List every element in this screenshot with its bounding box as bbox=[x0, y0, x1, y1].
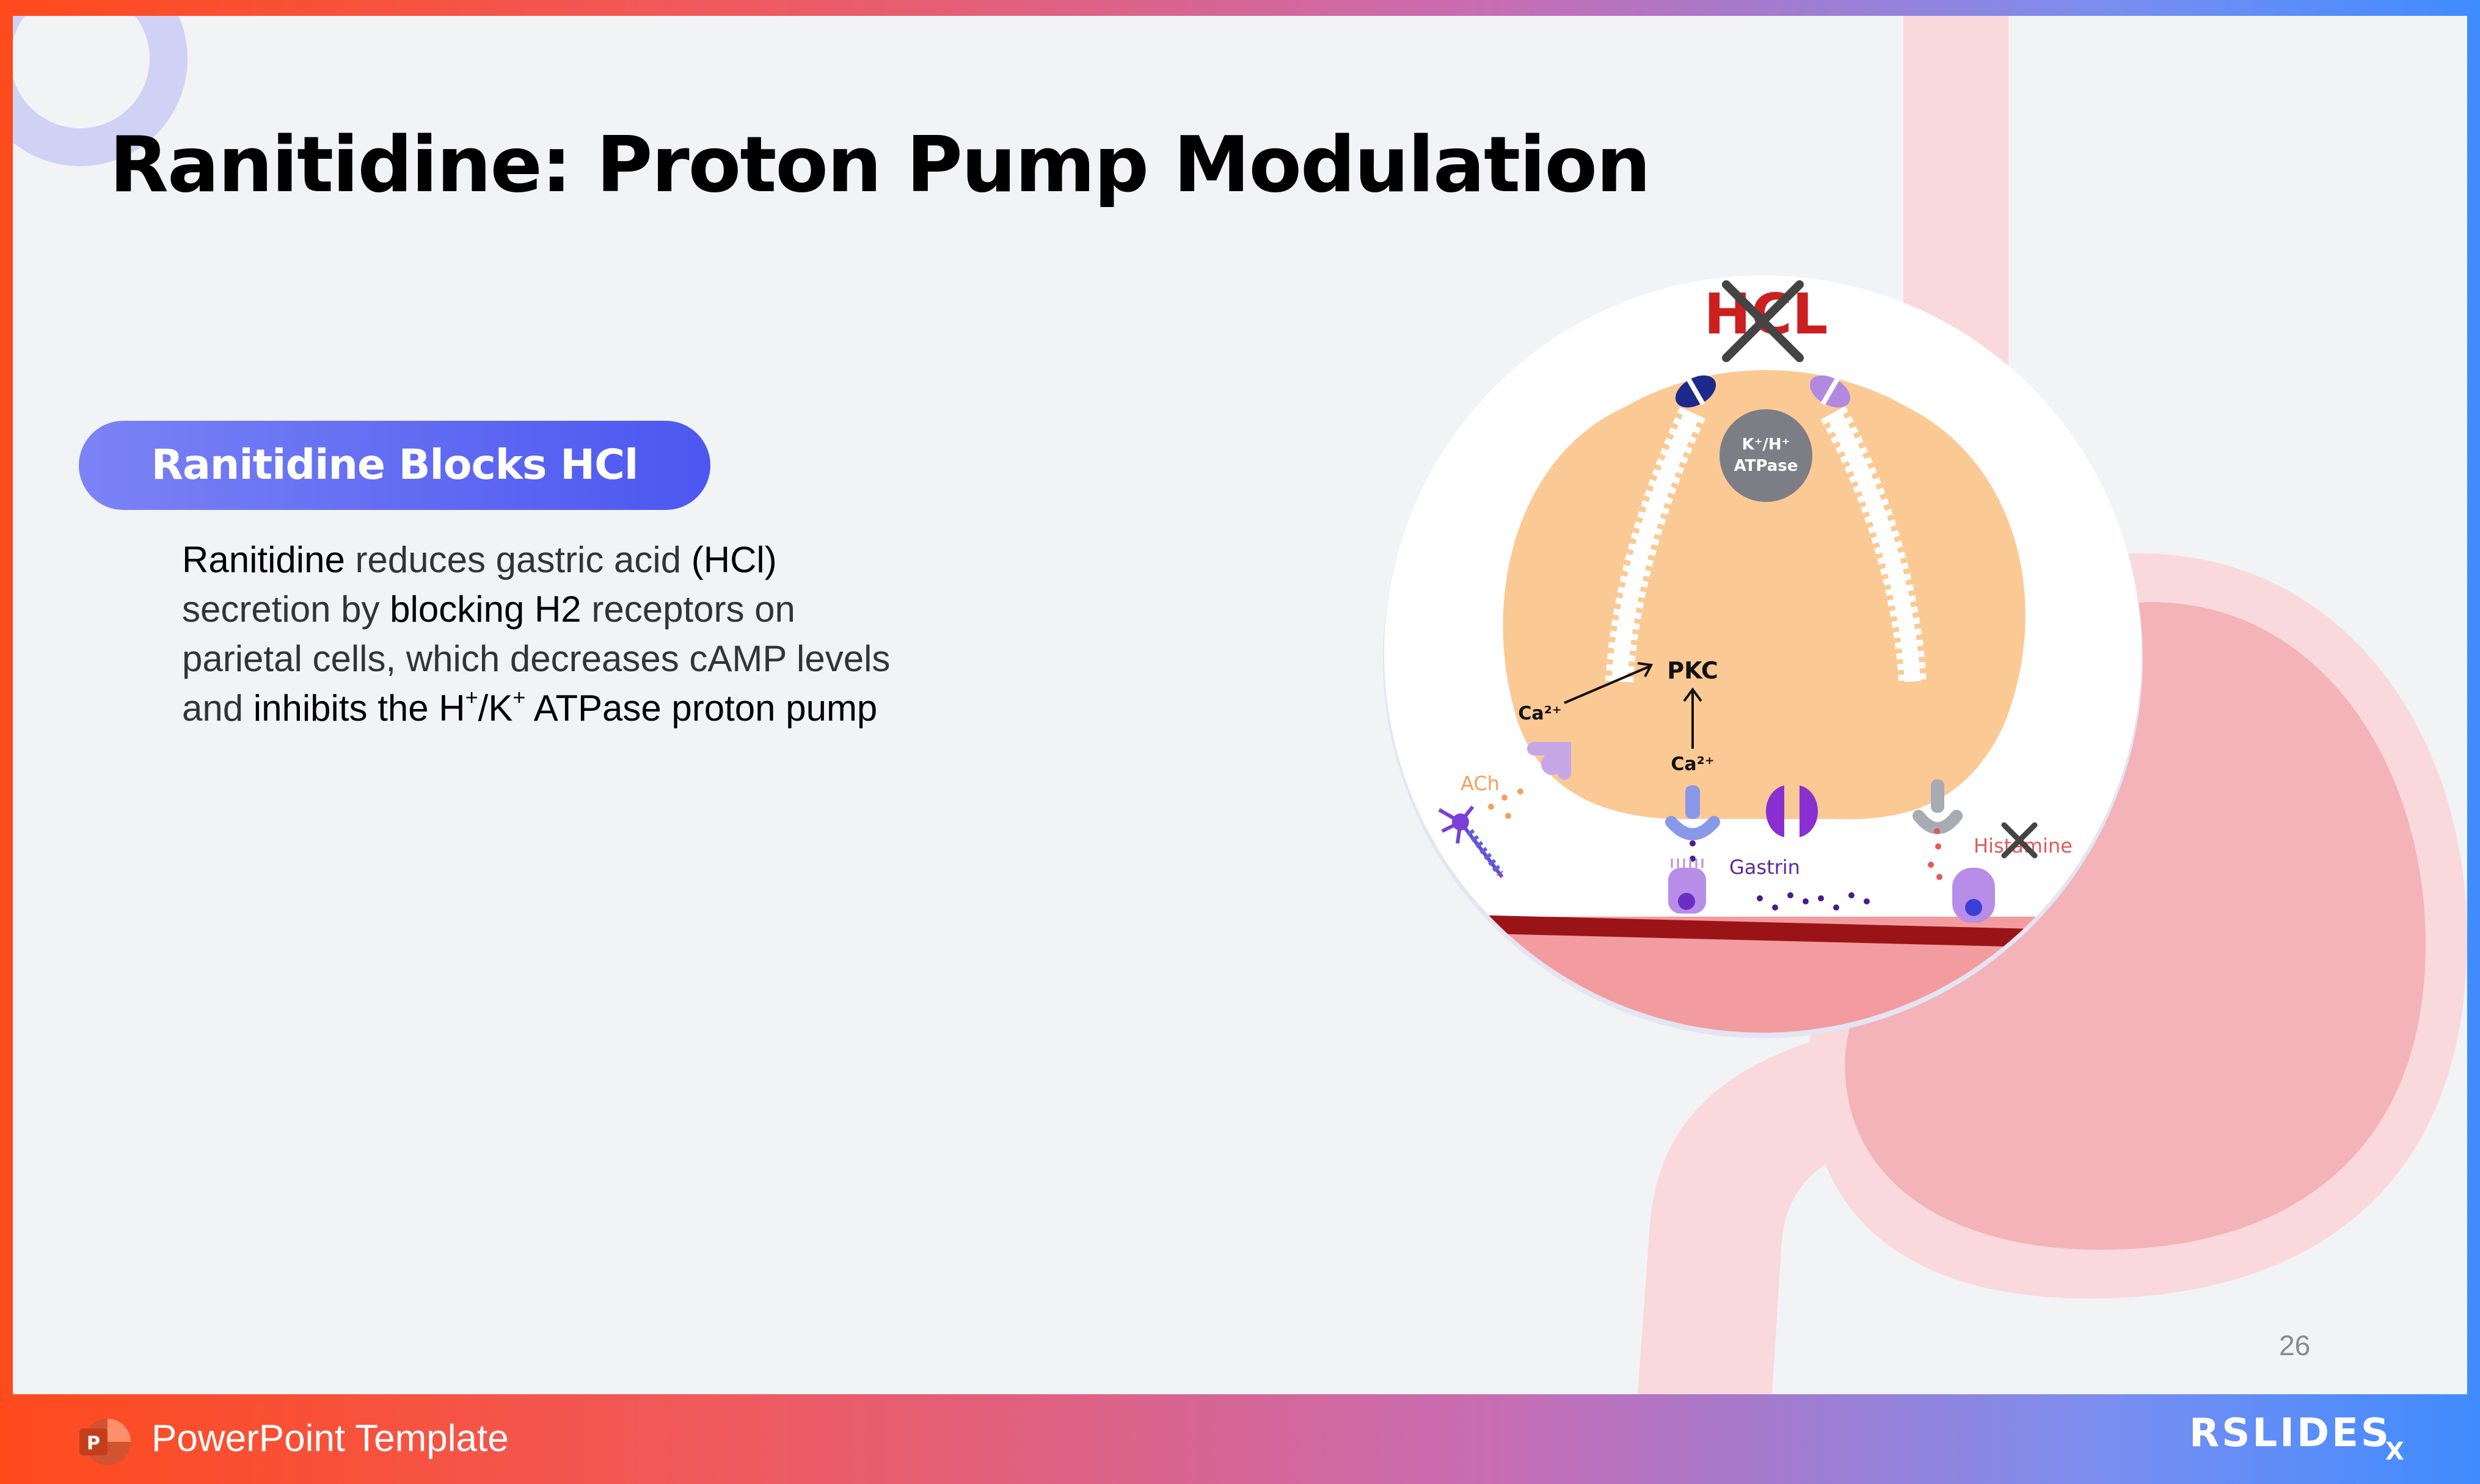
body-plus-1: + bbox=[465, 685, 478, 710]
atpase-circle bbox=[1720, 409, 1812, 502]
ach-label: ACh bbox=[1461, 772, 1500, 795]
body-text-1: reduces gastric acid bbox=[345, 539, 691, 580]
ca-left-label: Ca²⁺ bbox=[1518, 703, 1561, 724]
body-blocking: blocking H2 bbox=[390, 589, 582, 630]
body-ranitidine: Ranitidine bbox=[182, 539, 345, 580]
page-number: 26 bbox=[2279, 1329, 2310, 1362]
section-pill-label: Ranitidine Blocks HCl bbox=[79, 421, 710, 510]
gastrin-label: Gastrin bbox=[1729, 856, 1800, 879]
logo-text: RSLIDES bbox=[2189, 1411, 2391, 1456]
svg-text:P: P bbox=[87, 1433, 100, 1454]
parietal-cell-diagram: HCL K⁺/H⁺ ATPase PKC Ca²⁺ Ca²⁺ bbox=[1369, 260, 2157, 1048]
logo-sub: X bbox=[2385, 1438, 2407, 1466]
body-text-4: ATPase proton pump bbox=[525, 688, 877, 729]
footer-app-label: PowerPoint Template bbox=[151, 1417, 509, 1460]
body-hcl: (HCl) bbox=[691, 539, 777, 580]
body-slash-k: /K bbox=[478, 688, 513, 729]
slide-title: Ranitidine: Proton Pump Modulation bbox=[109, 120, 1650, 209]
atpase-label-2: ATPase bbox=[1734, 457, 1798, 475]
powerpoint-icon: P bbox=[76, 1415, 132, 1469]
body-text-2: secretion by bbox=[182, 589, 390, 630]
section-pill: Ranitidine Blocks HCl bbox=[79, 421, 710, 510]
pkc-label: PKC bbox=[1667, 657, 1718, 684]
body-plus-2: + bbox=[512, 685, 525, 710]
ca-center-label: Ca²⁺ bbox=[1671, 754, 1714, 775]
rxslides-logo: RSLIDESX bbox=[2189, 1411, 2413, 1456]
body-paragraph: Ranitidine reduces gastric acid (HCl) se… bbox=[182, 535, 903, 733]
slide-canvas: Ranitidine: Proton Pump Modulation Ranit… bbox=[13, 16, 2467, 1394]
body-inhibits: inhibits the H bbox=[253, 688, 465, 729]
ecl-cell-icon bbox=[1952, 868, 1995, 923]
atpase-label-1: K⁺/H⁺ bbox=[1742, 435, 1790, 454]
